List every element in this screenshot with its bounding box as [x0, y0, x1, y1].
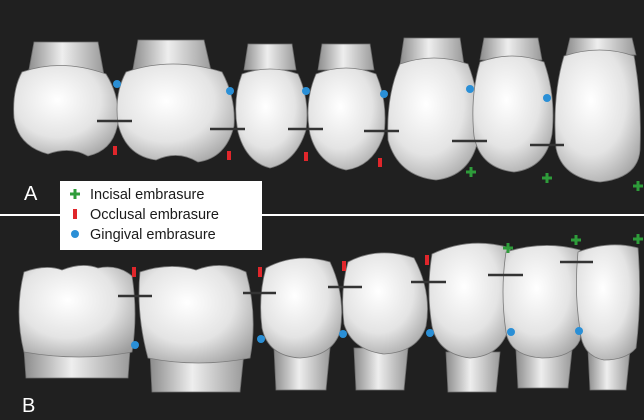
tooth-b4	[343, 253, 428, 354]
tooth-a6	[473, 56, 553, 172]
panel-a-letter: A	[24, 183, 38, 205]
legend-item-gingival: Gingival embrasure	[71, 227, 216, 243]
tooth-b1	[19, 265, 135, 357]
legend-label-gingival: Gingival embrasure	[90, 227, 216, 243]
legend-label-incisal: Incisal embrasure	[90, 187, 204, 203]
tooth-b2	[139, 265, 253, 363]
tooth-a7	[555, 50, 640, 182]
tooth-a4	[308, 68, 385, 170]
blue-dot-icon	[71, 230, 79, 238]
legend: Incisal embrasure Occlusal embrasure Gin…	[60, 181, 262, 250]
tooth-a2	[117, 64, 234, 162]
tooth-b3	[261, 258, 342, 358]
tooth-a1	[14, 65, 119, 156]
red-bar-icon	[73, 209, 77, 219]
legend-item-incisal: Incisal embrasure	[70, 187, 204, 203]
tooth-b5	[429, 243, 513, 358]
tooth-a5	[388, 58, 479, 180]
legend-label-occlusal: Occlusal embrasure	[90, 207, 219, 223]
legend-item-occlusal: Occlusal embrasure	[73, 207, 219, 223]
panel-b-letter: B	[22, 395, 35, 417]
